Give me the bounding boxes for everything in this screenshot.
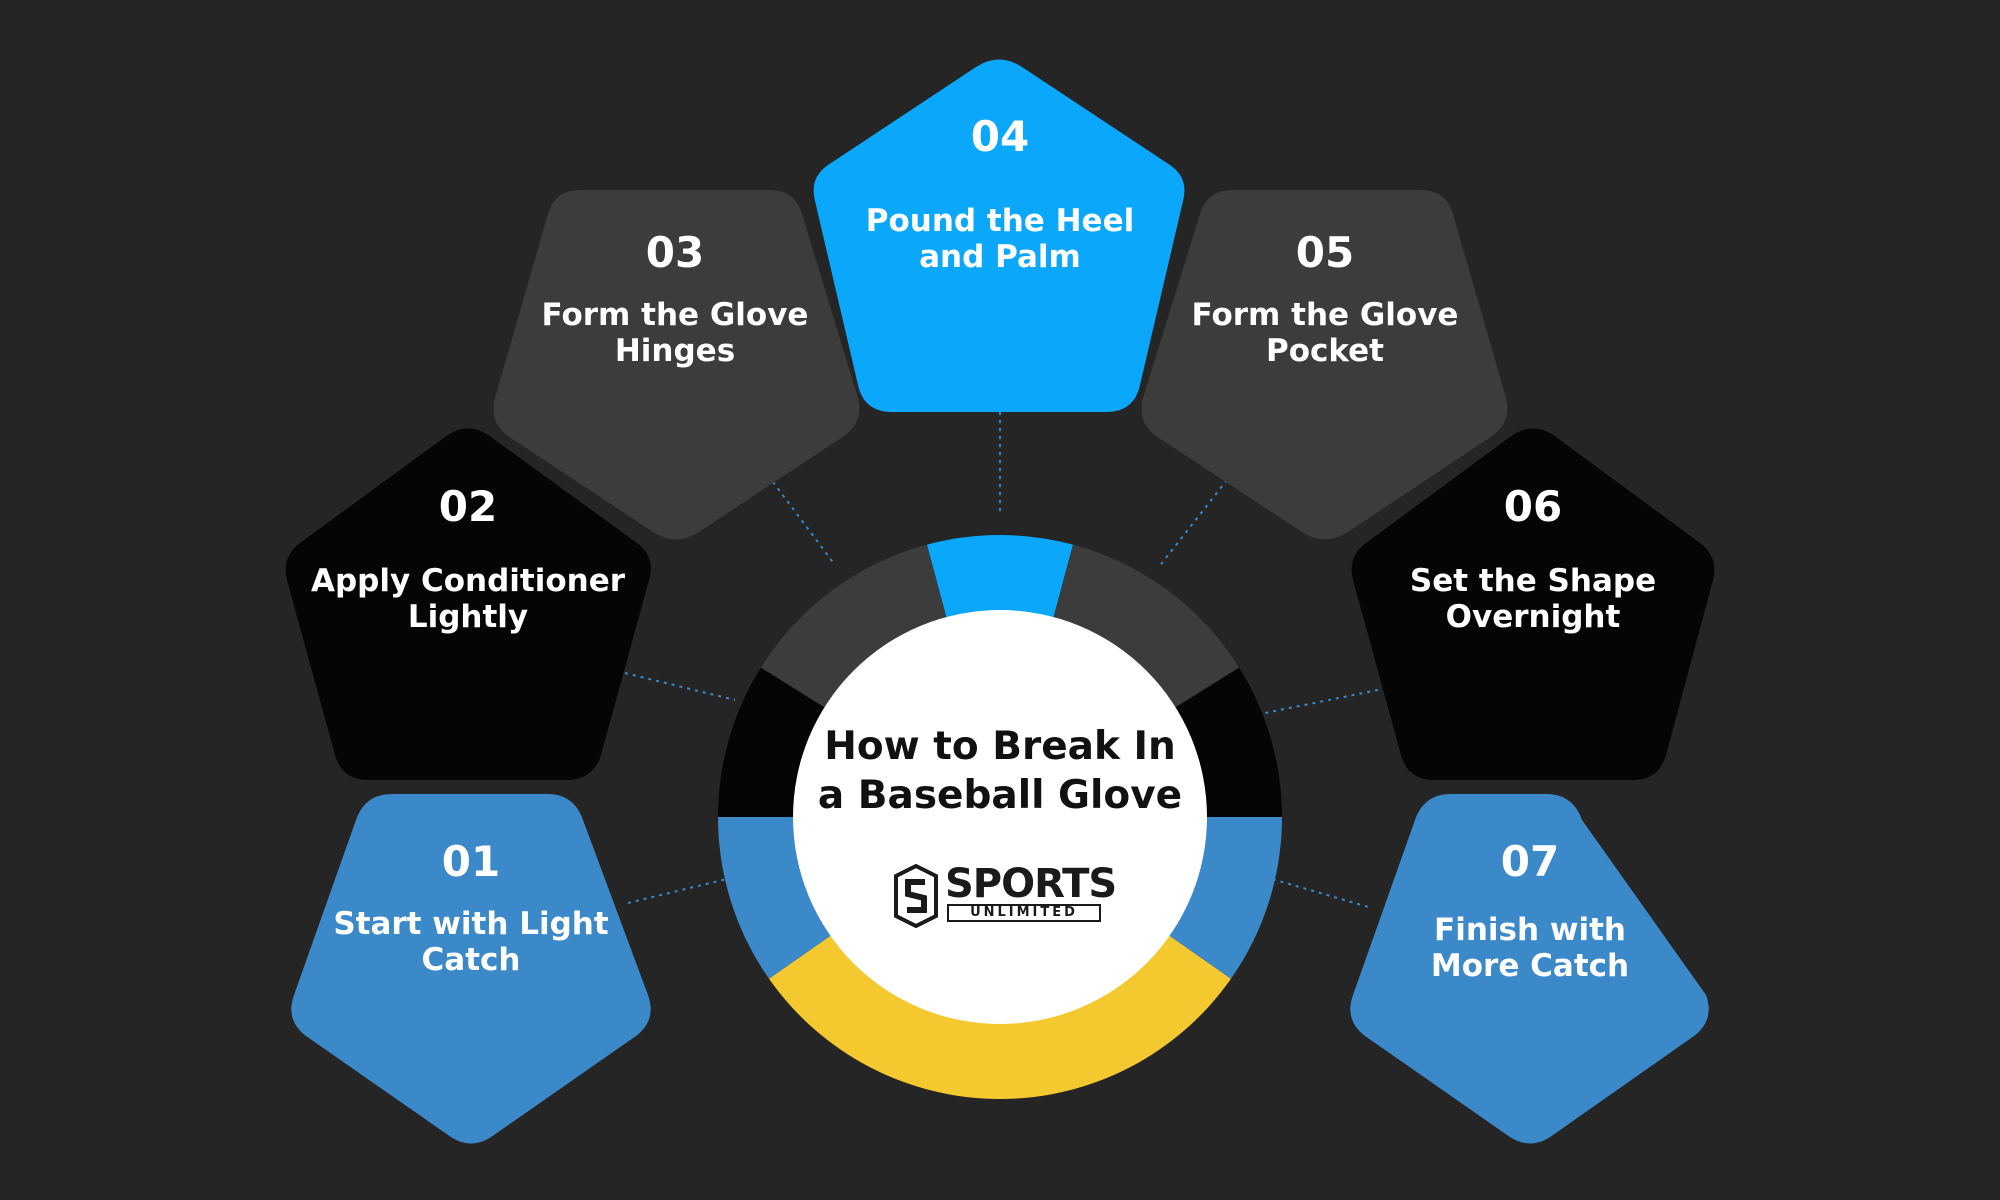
step-03-label-line2: Hinges: [614, 333, 736, 369]
step-02-label-line2: Lightly: [407, 599, 529, 635]
ring-segment-07: [1167, 817, 1282, 979]
step-02-shape: [285, 428, 651, 780]
step-03: 03 Form the Glove Hinges: [475, 228, 875, 370]
logo-word: SPORTS: [945, 861, 1117, 907]
step-05-label-line1: Form the Glove: [1191, 297, 1459, 333]
center-disc: [793, 610, 1207, 1024]
step-06-label-line2: Overnight: [1445, 599, 1621, 635]
step-03-shape: [493, 190, 860, 540]
step-04-label-line2: and Palm: [919, 239, 1081, 275]
step-03-label-line1: Form the Glove: [541, 297, 809, 333]
step-05-shape: [1141, 190, 1508, 540]
step-01: 01 Start with Light Catch: [271, 837, 671, 979]
step-07-label-line1: Finish with: [1434, 912, 1626, 948]
ring-segment-06: [1173, 667, 1283, 817]
sports-unlimited-logo: SPORTS UNLIMITED: [893, 861, 1117, 930]
step-03-number: 03: [645, 228, 705, 277]
logo-s-shield-icon: [894, 864, 938, 928]
step-04: 04 Pound the Heel and Palm: [800, 112, 1200, 276]
connector-05: [1157, 479, 1228, 569]
step-05-number: 05: [1295, 228, 1355, 277]
connector-01: [627, 876, 736, 904]
connector-03: [772, 481, 836, 566]
step-01-label: Start with Light Catch: [271, 906, 671, 978]
step-02-label-line1: Apply Conditioner: [310, 563, 626, 599]
step-07-label-line2: More Catch: [1430, 948, 1630, 984]
connector-07: [1264, 876, 1373, 909]
ring-segment-01: [718, 817, 833, 979]
step-07: 07 Finish with More Catch: [1330, 837, 1730, 985]
step-06: 06 Set the Shape Overnight: [1333, 482, 1733, 636]
step-05: 05 Form the Glove Pocket: [1125, 228, 1525, 370]
title-line2: a Baseball Glove: [817, 773, 1183, 818]
step-07-number: 07: [1500, 837, 1560, 886]
connector-02: [624, 672, 736, 701]
step-01-label-line1: Start with Light: [333, 906, 609, 942]
step-01-label-line2: Catch: [421, 942, 521, 978]
ring-segment-04: [927, 535, 1073, 619]
step-04-label-line1: Pound the Heel: [865, 203, 1135, 239]
ring-segment-yellow: [768, 934, 1232, 1099]
step-06-label-line1: Set the Shape: [1409, 563, 1657, 599]
ring-segment-03: [760, 544, 947, 709]
step-07-shape: [1350, 794, 1709, 1144]
ring-segment-02: [718, 667, 827, 817]
step-06-label: Set the Shape Overnight: [1333, 563, 1733, 635]
connector-06: [1264, 689, 1379, 714]
step-02-number: 02: [438, 482, 498, 531]
step-02-label: Apply Conditioner Lightly: [268, 563, 668, 635]
step-02: 02 Apply Conditioner Lightly: [268, 482, 668, 636]
step-05-label-line2: Pocket: [1265, 333, 1385, 369]
diagram-title: How to Break In a Baseball Glove: [750, 722, 1250, 820]
step-04-shape[interactable]: [813, 59, 1185, 413]
step-01-number: 01: [441, 837, 501, 886]
step-05-label: Form the Glove Pocket: [1125, 297, 1525, 369]
title-line1: How to Break In: [824, 724, 1176, 769]
step-03-label: Form the Glove Hinges: [475, 297, 875, 369]
step-07-label: Finish with More Catch: [1330, 912, 1730, 984]
logo-subtitle: UNLIMITED: [947, 904, 1101, 922]
step-01-shape: [291, 794, 651, 1144]
step-04-number: 04: [970, 112, 1030, 161]
center-ring: [718, 535, 1283, 1099]
step-06-number: 06: [1503, 482, 1563, 531]
ring-segment-05: [1053, 544, 1240, 709]
step-06-shape: [1351, 428, 1715, 780]
step-04-label: Pound the Heel and Palm: [800, 203, 1200, 275]
